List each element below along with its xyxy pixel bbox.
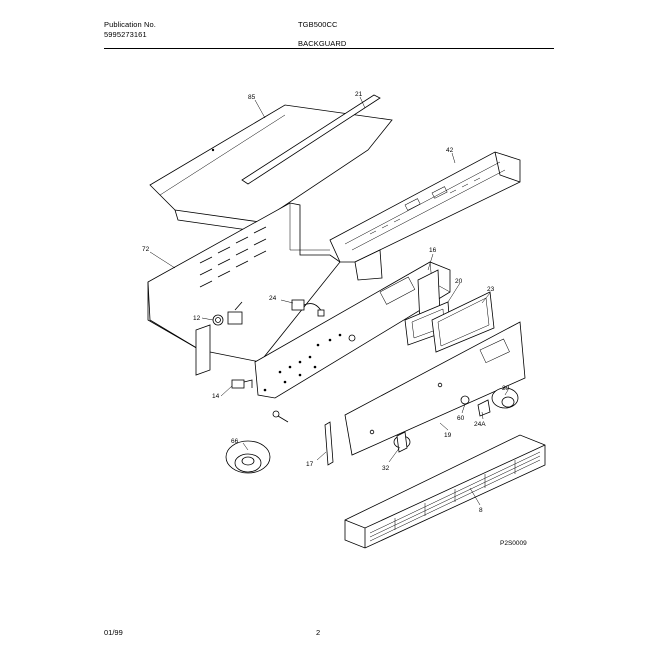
label-21: 21	[355, 91, 363, 98]
footer-page-number: 2	[316, 628, 321, 637]
backguard-housing	[147, 202, 341, 376]
right-knob	[491, 387, 519, 409]
label-20: 20	[455, 278, 463, 285]
publication-label: Publication No.	[104, 20, 156, 29]
publication-number: 5995273161	[104, 30, 147, 39]
label-66: 66	[231, 438, 239, 445]
large-knob	[225, 440, 271, 474]
label-60: 60	[457, 415, 465, 422]
label-14: 14	[212, 393, 220, 400]
trim-strip	[241, 94, 381, 185]
section-title: BACKGUARD	[298, 39, 347, 48]
label-12: 12	[193, 315, 201, 322]
header-rule	[104, 48, 554, 49]
label-42: 42	[446, 147, 454, 154]
label-32: 32	[382, 465, 390, 472]
front-knob	[393, 431, 411, 453]
switch-bar	[324, 421, 334, 466]
display-window	[431, 291, 495, 353]
vent-grille	[344, 434, 546, 549]
front-overlay-panel	[344, 321, 526, 456]
label-23: 23	[487, 286, 495, 293]
label-17: 17	[306, 461, 314, 468]
housing-vent-slots	[199, 226, 267, 288]
label-72: 72	[142, 246, 150, 253]
label-85: 85	[248, 94, 256, 101]
rear-vent-panel	[329, 151, 521, 281]
footer-date: 01/99	[104, 628, 123, 637]
control-panel	[254, 261, 451, 399]
leader-lines	[149, 96, 509, 506]
model-number: TGB500CC	[298, 20, 338, 29]
part-labels: 85 21 42 72 16 20 23 24 12 14 29 60 24A …	[142, 91, 510, 514]
label-24: 24	[269, 295, 277, 302]
rear-vent-slots	[369, 177, 481, 235]
wire-harness	[291, 299, 325, 317]
grille-slats	[369, 451, 541, 542]
knob-spring	[460, 395, 470, 405]
knob-insert	[477, 399, 491, 417]
control-panel-holes	[263, 333, 356, 392]
label-16: 16	[429, 247, 437, 254]
label-29: 29	[502, 385, 510, 392]
label-24A: 24A	[474, 421, 486, 428]
label-19: 19	[444, 432, 452, 439]
screw	[272, 410, 289, 423]
figure-code: P2S0009	[500, 540, 527, 547]
label-8: 8	[479, 507, 483, 514]
side-bracket	[231, 379, 253, 389]
